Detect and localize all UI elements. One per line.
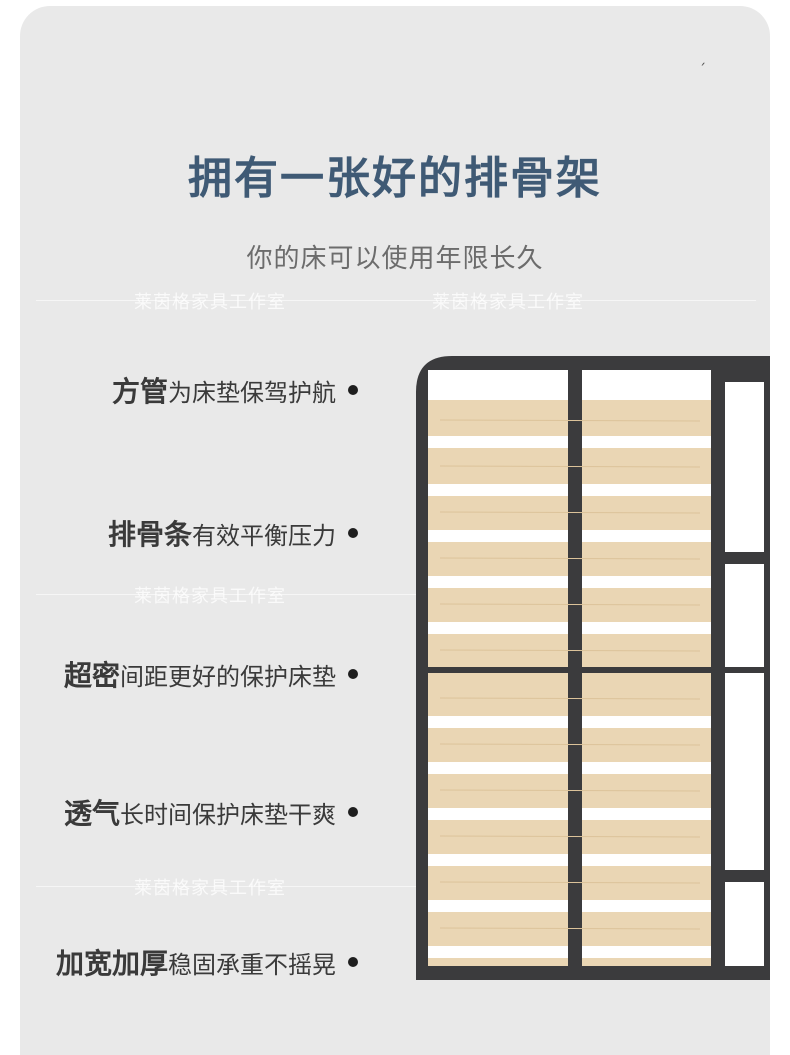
feature-keyword: 透气 bbox=[63, 797, 120, 830]
right-rail-top bbox=[725, 370, 770, 382]
watermark: 莱茵格家具工作室 bbox=[134, 292, 286, 313]
wood-grain bbox=[439, 557, 701, 560]
side-rail bbox=[711, 370, 725, 968]
watermark: 莱茵格家具工作室 bbox=[134, 878, 286, 899]
wood-grain bbox=[439, 835, 701, 838]
center-support-top bbox=[568, 370, 582, 400]
feature-description: 长时间保护床垫干爽 bbox=[120, 800, 336, 829]
right-edge bbox=[764, 370, 770, 968]
watermark-line bbox=[36, 886, 756, 887]
feature-keyword: 排骨条 bbox=[107, 518, 192, 551]
wood-grain bbox=[439, 511, 701, 514]
wood-grain bbox=[439, 419, 701, 422]
wood-grain bbox=[439, 927, 701, 930]
watermark-line bbox=[36, 594, 756, 595]
center-crossbar bbox=[416, 667, 770, 673]
wood-grain bbox=[439, 603, 701, 606]
feature-description: 为床垫保驾护航 bbox=[168, 378, 336, 407]
center-support-beam bbox=[568, 370, 582, 968]
watermark-line bbox=[36, 300, 756, 301]
wood-grain bbox=[439, 743, 701, 746]
bullet-dot-icon bbox=[348, 669, 358, 679]
feature-callout-breathable: 透气 长时间保护床垫干爽 bbox=[64, 792, 358, 832]
wood-grain bbox=[439, 881, 701, 884]
bullet-dot-icon bbox=[348, 528, 358, 538]
bullet-dot-icon bbox=[348, 807, 358, 817]
wood-grain bbox=[439, 697, 701, 700]
bullet-dot-icon bbox=[348, 385, 358, 395]
feature-callout-square-tube: 方管 为床垫保驾护航 bbox=[112, 370, 358, 410]
feature-keyword: 加宽加厚 bbox=[55, 947, 168, 980]
wood-grain bbox=[439, 649, 701, 652]
watermark: 莱茵格家具工作室 bbox=[134, 586, 286, 607]
feature-description: 稳固承重不摇晃 bbox=[168, 950, 336, 979]
feature-callout-slats: 排骨条 有效平衡压力 bbox=[108, 513, 358, 553]
feature-callout-thick: 加宽加厚 稳固承重不摇晃 bbox=[56, 942, 358, 982]
feature-keyword: 超密 bbox=[63, 659, 120, 692]
feature-description: 间距更好的保护床垫 bbox=[120, 662, 336, 691]
corner-mark: ˏ bbox=[699, 50, 706, 66]
page-subtitle: 你的床可以使用年限长久 bbox=[246, 244, 544, 274]
bottom-rail bbox=[416, 966, 770, 980]
feature-description: 有效平衡压力 bbox=[192, 521, 336, 550]
wood-grain bbox=[439, 789, 701, 792]
bullet-dot-icon bbox=[348, 957, 358, 967]
right-crossbar bbox=[725, 552, 770, 564]
right-crossbar bbox=[725, 870, 770, 882]
feature-keyword: 方管 bbox=[111, 375, 168, 408]
page-title: 拥有一张好的排骨架 bbox=[188, 153, 602, 204]
watermark: 莱茵格家具工作室 bbox=[432, 292, 584, 313]
wood-grain bbox=[439, 465, 701, 468]
feature-callout-dense: 超密 间距更好的保护床垫 bbox=[64, 654, 358, 694]
